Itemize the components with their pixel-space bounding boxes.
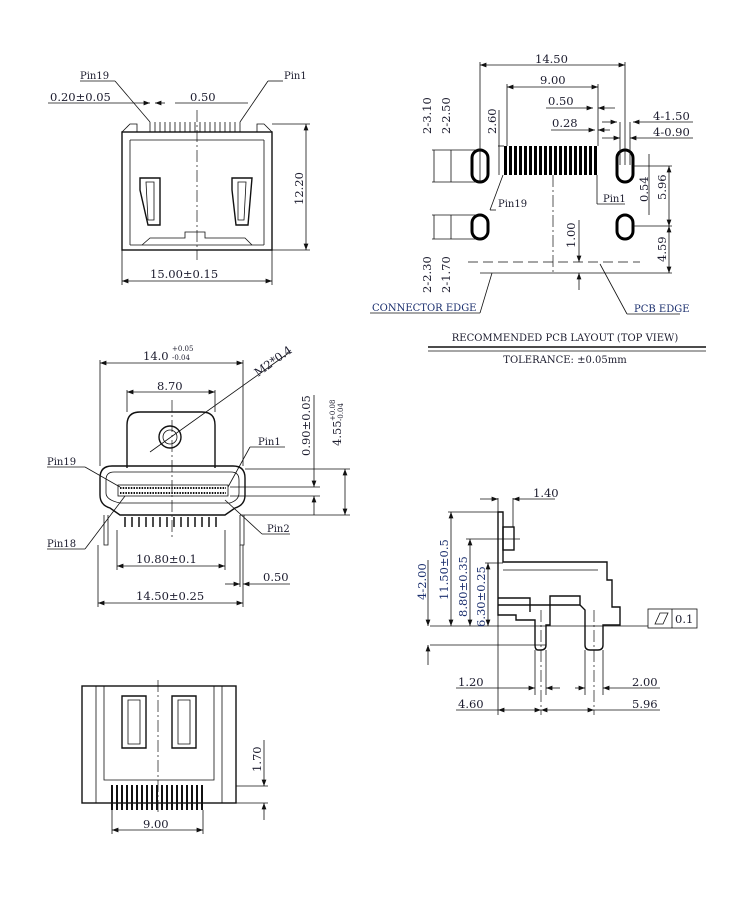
rear-dim-455-plus: +0.08: [329, 400, 337, 421]
pcb-dim-054: 0.54: [637, 176, 651, 202]
rear-overall: 14.50±0.25: [136, 589, 204, 603]
side-dim-596: 5.96: [632, 697, 658, 711]
side-dim-1150: 11.50±0.5: [437, 539, 451, 600]
flatness-callout: 0.1: [647, 608, 698, 629]
pcb-rear-slot-width: 2-1.70: [439, 256, 453, 293]
pcb-front-slot-width: 2-2.50: [439, 97, 453, 134]
connector-edge-label: CONNECTOR EDGE: [372, 303, 476, 314]
pcb-dim-100: 1.00: [564, 222, 578, 248]
side-dim-630: 6.30±0.25: [474, 566, 488, 627]
pcb-overall-width: 14.50: [535, 52, 568, 66]
pcb-tolerance: TOLERANCE: ±0.05mm: [503, 355, 627, 366]
side-dim-200: 2.00: [632, 675, 658, 689]
flatness-value: 0.1: [675, 612, 693, 626]
rear-dim-090: 0.90±0.05: [299, 395, 313, 456]
pcb-edge-label: PCB EDGE: [634, 304, 690, 315]
pcb-front-slot-length: 2-3.10: [420, 97, 434, 134]
side-dim-880: 8.80±0.35: [456, 556, 470, 617]
pcb-pin1-label: Pin1: [603, 194, 626, 205]
front-pitch-tol: 0.20±0.05: [50, 90, 111, 104]
front-pin1-label: Pin1: [284, 71, 307, 82]
rear-tab-width: 8.70: [157, 379, 183, 393]
side-dim-120: 1.20: [458, 675, 484, 689]
pcb-pin-span: 9.00: [540, 73, 566, 87]
pcb-pad-width: 0.28: [552, 116, 578, 130]
rear-lead: 0.50: [263, 570, 289, 584]
pcb-dim-459: 4.59: [655, 236, 669, 262]
front-pitch: 0.50: [190, 90, 216, 104]
rear-dim-455: 4.55: [330, 420, 344, 446]
front-pin19-label: Pin19: [80, 71, 109, 82]
front-width: 15.00±0.15: [150, 267, 218, 281]
front-view: Pin19 Pin1 0.20±0.05 0.50 12.20 15.00±0.…: [48, 71, 310, 285]
rear-screw-spec: M2*0.4: [252, 343, 295, 380]
bottom-dim-170: 1.70: [250, 746, 264, 772]
pcb-layout-title: RECOMMENDED PCB LAYOUT (TOP VIEW): [452, 333, 679, 344]
rear-view: 14.0 +0.05 -0.04 M2*0.4 8.70 0.90±0.05 4…: [47, 343, 350, 607]
front-height: 12.20: [292, 172, 306, 205]
side-dim-140: 1.40: [533, 486, 559, 500]
side-dim-460: 4.60: [458, 697, 484, 711]
pcb-dim-596: 5.96: [655, 174, 669, 200]
rear-dim-455-minus: -0.04: [337, 403, 345, 421]
pcb-pad-length: 2.60: [485, 108, 499, 134]
pcb-pads: [504, 146, 597, 175]
rear-pin19-label: Pin19: [47, 457, 76, 468]
rear-pin18-label: Pin18: [47, 539, 76, 550]
rear-pin-grid: [120, 487, 226, 494]
rear-width-tol-plus: +0.05: [172, 345, 193, 353]
pcb-rear-slot-length: 2-2.30: [420, 256, 434, 293]
pcb-slot-length: 4-1.50: [653, 109, 690, 123]
bottom-view: 1.70 9.00: [81, 680, 268, 834]
front-pins: [149, 122, 241, 132]
bottom-dim-900: 9.00: [143, 817, 169, 831]
rear-width: 14.0: [143, 349, 169, 363]
pcb-layout: 14.50 9.00 0.50 0.28 4-1.50 4-0.90 2-3.1…: [370, 52, 706, 366]
pcb-pitch: 0.50: [548, 94, 574, 108]
side-view: 0.1 1.40 4-2.00 11.50±0.5 8.80±0.35 6.30…: [415, 486, 698, 715]
side-dim-4-200: 4-2.00: [415, 563, 429, 600]
rear-inner-width: 10.80±0.1: [136, 552, 197, 566]
pcb-pin19-label: Pin19: [498, 199, 527, 210]
rear-width-tol-minus: -0.04: [172, 354, 190, 362]
pcb-slot-width: 4-0.90: [653, 125, 690, 139]
rear-pin1-label: Pin1: [258, 437, 281, 448]
rear-pin2-label: Pin2: [267, 524, 290, 535]
